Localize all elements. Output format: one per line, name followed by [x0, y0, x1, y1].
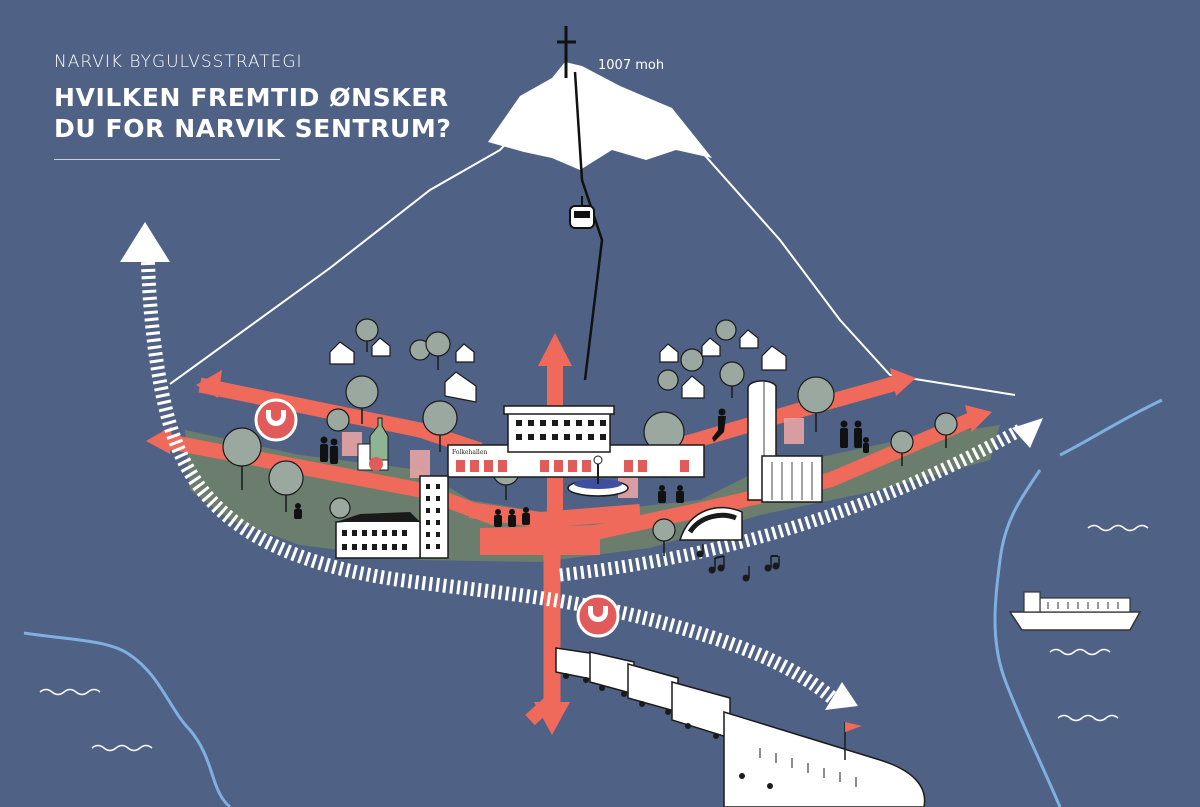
- waves: [39, 524, 1149, 752]
- summit-cross-icon: [557, 26, 576, 78]
- hotel-tower: [747, 380, 823, 503]
- fountain: [567, 455, 629, 497]
- school-building: [335, 512, 421, 559]
- hall-sign: Folkehallen: [452, 449, 487, 456]
- railway-tracks: [141, 261, 1024, 706]
- track-arrows: [120, 222, 1043, 710]
- headline-line-2: DU FOR NARVIK SENTRUM?: [54, 114, 452, 143]
- magnet-badge-lower: [576, 594, 620, 638]
- magnet-badge-upper: [254, 398, 298, 442]
- summit-altitude-label: 1007 moh: [598, 58, 665, 73]
- market-stand: [357, 417, 389, 471]
- magnet-icon: [588, 606, 608, 622]
- snow-cap: [488, 62, 712, 170]
- river-right: [993, 469, 1062, 807]
- title-divider: [54, 159, 280, 160]
- train: [555, 647, 926, 807]
- flag: [844, 722, 862, 760]
- music-notes-icon: [696, 544, 780, 582]
- mountain: [169, 26, 1016, 396]
- folkehallen-building: Folkehallen: [447, 405, 705, 478]
- ferry: [1008, 591, 1142, 631]
- magnet-icon: [266, 410, 286, 426]
- river-left: [23, 631, 232, 807]
- concert-shell: [678, 506, 743, 541]
- tree-trunks: [241, 341, 947, 556]
- cable-car: [569, 71, 604, 381]
- people: [294, 408, 869, 527]
- river-upper: [1059, 398, 1163, 457]
- strategy-kicker: NARVIK BYGULVSSTRATEGI: [54, 52, 303, 72]
- headline-line-1: HVILKEN FREMTID ØNSKER: [54, 83, 449, 112]
- page-title: HVILKEN FREMTID ØNSKER DU FOR NARVIK SEN…: [54, 82, 454, 144]
- trees: [222, 318, 958, 542]
- tower-building: [419, 475, 449, 559]
- small-houses: [329, 329, 787, 403]
- gondola-icon: [569, 196, 595, 229]
- water: [23, 398, 1163, 807]
